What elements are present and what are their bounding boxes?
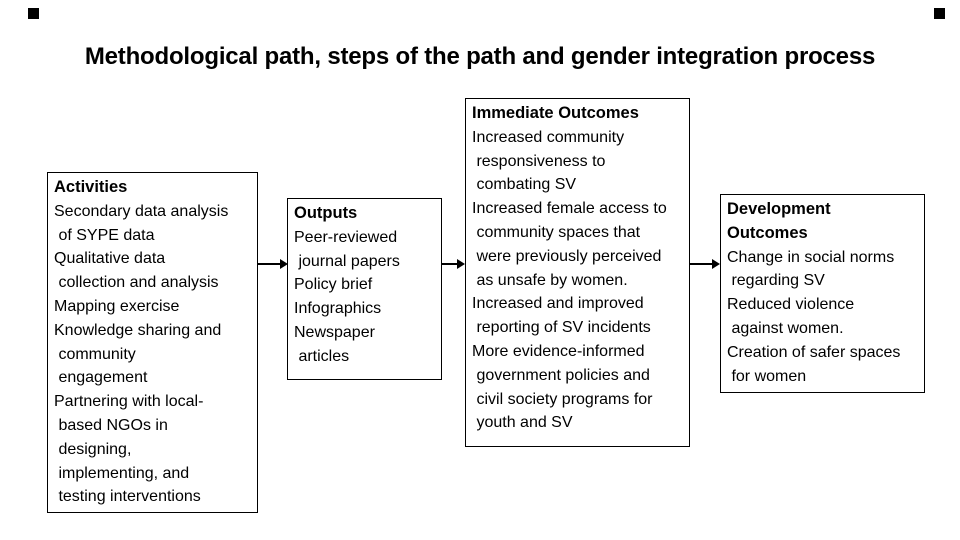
flow-box-outputs-title: Outputs: [294, 204, 358, 222]
flow-box-development-outcomes-title: Development Outcomes: [727, 200, 831, 242]
flow-box-outputs: Outputs Peer-reviewed journal papers Pol…: [287, 198, 442, 380]
corner-marker-right-icon: [934, 8, 945, 19]
flow-box-activities-title: Activities: [54, 178, 128, 196]
flow-box-immediate-outcomes: Immediate Outcomes Increased community r…: [465, 98, 690, 447]
flow-box-activities: Activities Secondary data analysis of SY…: [47, 172, 258, 513]
flow-box-immediate-outcomes-title: Immediate Outcomes: [472, 104, 639, 122]
arrow-outputs-to-immediate-outcomes: [442, 259, 465, 269]
arrow-activities-to-outputs: [258, 259, 288, 269]
flow-box-development-outcomes: Development Outcomes Change in social no…: [720, 194, 925, 393]
flow-box-outputs-body: Peer-reviewed journal papers Policy brie…: [294, 228, 400, 365]
flow-box-development-outcomes-body: Change in social norms regarding SV Redu…: [727, 248, 901, 385]
flow-box-activities-body: Secondary data analysis of SYPE data Qua…: [54, 202, 229, 506]
page-title: Methodological path, steps of the path a…: [84, 43, 876, 70]
arrow-immediate-to-development-outcomes: [690, 259, 720, 269]
flow-box-immediate-outcomes-body: Increased community responsiveness to co…: [472, 128, 667, 432]
corner-marker-left-icon: [28, 8, 39, 19]
